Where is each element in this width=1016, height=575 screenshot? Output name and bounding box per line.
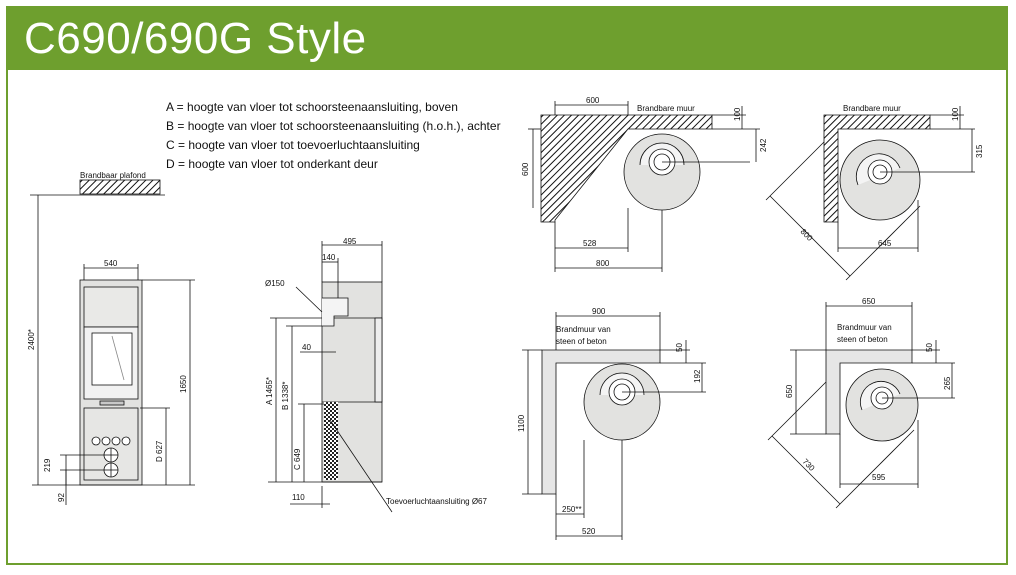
plan3-dim-250: 250** [562, 505, 582, 514]
plan1-wall-label: Brandbare muur [637, 104, 695, 113]
legend-row-c: C = hoogte van vloer tot toevoerluchtaan… [166, 136, 501, 155]
plan3-dim-900: 900 [592, 307, 606, 316]
knob-2 [101, 436, 111, 446]
legend-key-c: C = [166, 138, 186, 152]
plan1-dim-600-left: 600 [521, 162, 530, 176]
dim-front-stove-height: 1650 [179, 375, 188, 393]
front-labels: Brandbaar plafond 540 2400* 1650 D 627 2… [27, 171, 188, 502]
dim-side-140: 140 [322, 253, 336, 262]
outer-frame [6, 6, 1008, 565]
plan2-dim-800: 800 [799, 227, 815, 243]
knob-4 [121, 436, 131, 446]
plan2-dim-315: 315 [975, 144, 984, 158]
plan3-dim-1100: 1100 [517, 414, 526, 432]
legend-key-a: A = [166, 100, 184, 114]
plan-1-labels: 600 Brandbare muur 600 100 242 528 800 [521, 96, 768, 268]
plan-1 [528, 101, 760, 272]
plan3-dim-50: 50 [675, 343, 684, 352]
door-handle [99, 400, 125, 406]
front-view [30, 179, 195, 505]
plan1-dim-800: 800 [596, 259, 610, 268]
legend-key-b: B = [166, 119, 185, 133]
plan4-dim-650-top: 650 [862, 297, 876, 306]
legend-text-c: hoogte van vloer tot toevoerluchtaanslui… [188, 138, 420, 152]
dim-front-92: 92 [57, 493, 66, 502]
dim-side-a: A 1465* [265, 377, 274, 405]
flue-collar [322, 297, 349, 327]
dim-front-219: 219 [43, 458, 52, 472]
glass-reflection [111, 335, 125, 381]
dim-side-110: 110 [292, 493, 305, 502]
dim-side-flue: Ø150 [265, 279, 285, 288]
plan1-wall [540, 114, 713, 223]
plan2-dim-100: 100 [951, 107, 960, 121]
dim-side-b: B 1338* [281, 382, 290, 410]
legend-text-b: hoogte van vloer tot schoorsteenaansluit… [187, 119, 501, 133]
plan4-wall-label-2: steen of beton [837, 335, 888, 344]
side-labels: 495 140 Ø150 40 A 1465* B 1338* C 649 11… [265, 237, 488, 506]
plan3-wall-label-1: Brandmuur van [556, 325, 611, 334]
knob-1 [91, 436, 101, 446]
plan3-dim-520: 520 [582, 527, 596, 536]
ceiling-label: Brandbaar plafond [80, 171, 146, 180]
plan1-dim-242: 242 [759, 138, 768, 152]
dim-side-depth: 495 [343, 237, 357, 246]
knob-3 [111, 436, 121, 446]
plan3-wall-label-2: steen of beton [556, 337, 607, 346]
dim-side-40: 40 [302, 343, 311, 352]
front-glass [91, 332, 133, 386]
plan1-dim-100: 100 [733, 107, 742, 121]
side-view [268, 241, 393, 513]
plan4-dim-265: 265 [943, 376, 952, 390]
legend-key-d: D = [166, 157, 186, 171]
plan4-dim-730: 730 [801, 457, 817, 473]
air-inlet-label: Toevoerluchtaansluiting Ø67 [386, 497, 488, 506]
plan-3-labels: 900 Brandmuur van steen of beton 50 192 … [517, 307, 702, 536]
legend-row-a: A = hoogte van vloer tot schoorsteenaans… [166, 98, 501, 117]
plan-4 [767, 302, 955, 509]
plan2-dim-645: 645 [878, 239, 892, 248]
plan2-wall-label: Brandbare muur [843, 104, 901, 113]
header-bar [8, 8, 1006, 70]
plan3-dim-192: 192 [693, 369, 702, 383]
plan4-dim-50: 50 [925, 343, 934, 352]
front-top-panel [83, 286, 139, 328]
legend-row-b: B = hoogte van vloer tot schoorsteenaans… [166, 117, 501, 136]
plan4-wall-label-1: Brandmuur van [837, 323, 892, 332]
plan-3 [522, 312, 706, 540]
plan-2 [765, 106, 975, 281]
plan1-dim-528: 528 [583, 239, 597, 248]
dim-front-total-height: 2400* [27, 329, 36, 350]
ceiling-hatch [79, 179, 161, 195]
plan-4-labels: 650 Brandmuur van steen of beton 50 265 … [785, 297, 952, 482]
legend-text-a: hoogte van vloer tot schoorsteenaansluit… [187, 100, 458, 114]
legend: A = hoogte van vloer tot schoorsteenaans… [166, 98, 501, 174]
legend-row-d: D = hoogte van vloer tot onderkant deur [166, 155, 501, 174]
plan4-dim-650-left: 650 [785, 384, 794, 398]
plan4-dim-595: 595 [872, 473, 886, 482]
dim-side-c: C 649 [293, 448, 302, 470]
dim-front-d: D 627 [155, 440, 164, 462]
plan1-dim-600-top: 600 [586, 96, 600, 105]
dim-front-width: 540 [104, 259, 118, 268]
page-title: C690/690G Style [24, 14, 367, 63]
air-duct [324, 402, 338, 480]
legend-text-d: hoogte van vloer tot onderkant deur [188, 157, 378, 171]
